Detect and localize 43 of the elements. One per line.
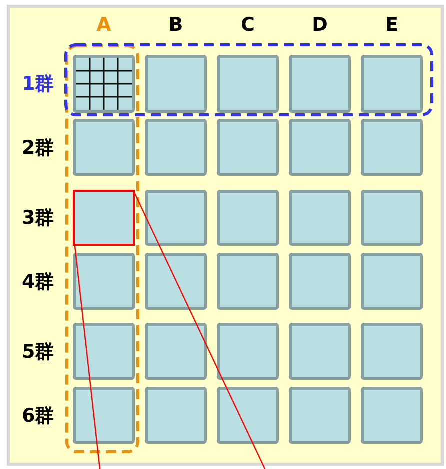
plot-square (73, 323, 135, 380)
column-header: E (386, 14, 398, 36)
plot-square (217, 119, 279, 176)
column-header: A (96, 14, 112, 36)
plot-square (361, 253, 423, 310)
column-header: B (168, 14, 184, 36)
plot-square (289, 387, 351, 444)
plot-square (289, 119, 351, 176)
row-label: 5群 (22, 340, 54, 362)
plot-square (361, 190, 423, 246)
gridded-square (73, 55, 135, 113)
plot-square (361, 119, 423, 176)
plot-square (361, 387, 423, 444)
plot-square (145, 323, 207, 380)
row-label: 4群 (22, 270, 54, 292)
plot-square (73, 119, 135, 176)
plot-square (361, 323, 423, 380)
plot-square (217, 323, 279, 380)
plot-square (145, 253, 207, 310)
plot-square (289, 55, 351, 113)
leader-line (74, 244, 101, 469)
leader-line (133, 190, 266, 469)
plot-square (217, 190, 279, 246)
plot-square (145, 190, 207, 246)
plot-square (217, 253, 279, 310)
row-label: 2群 (22, 136, 54, 158)
row-label: 3群 (22, 207, 54, 229)
plot-square (217, 387, 279, 444)
plot-square (289, 190, 351, 246)
plot-square (73, 253, 135, 310)
plot-square (289, 323, 351, 380)
plot-square (73, 387, 135, 444)
plot-square (145, 119, 207, 176)
column-header: D (312, 14, 328, 36)
plot-square (145, 387, 207, 444)
column-header: C (241, 14, 255, 36)
highlighted-square (73, 190, 135, 246)
plot-square (289, 253, 351, 310)
plot-square (145, 55, 207, 113)
plot-square (361, 55, 423, 113)
plot-square (217, 55, 279, 113)
row-label: 1群 (22, 73, 54, 95)
row-label: 6群 (22, 404, 54, 426)
